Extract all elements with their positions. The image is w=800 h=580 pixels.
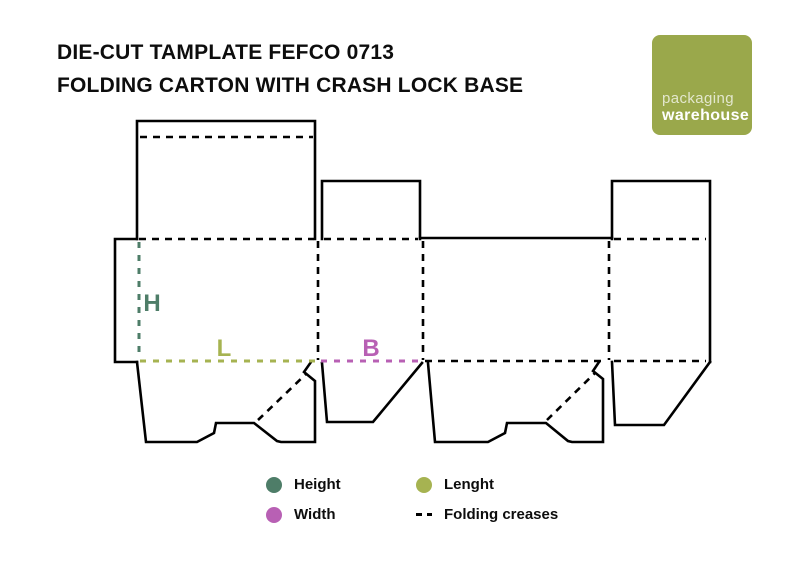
legend-item-width: Width [266,504,416,525]
legend-item-length: Lenght [416,474,558,495]
logo-text-packaging: packaging [662,90,734,107]
legend: Height Lenght Width Folding creases [266,474,558,525]
cut-bottom-flap-panel-1 [135,360,317,444]
cut-top-flap-panel-2 [320,179,422,241]
legend-height-label: Height [294,476,341,493]
cut-bottom-flap-panel-2 [320,361,424,424]
length-color-dot [416,476,432,493]
page-title: DIE-CUT TAMPLATE FEFCO 0713 FOLDING CART… [57,36,523,102]
legend-width-label: Width [294,506,336,523]
width-color-dot [266,506,282,523]
crease-diagonal-flap-3 [546,372,596,421]
width-label: B [362,335,379,362]
height-color-dot [266,476,282,493]
cut-glue-flap [113,237,139,364]
logo-text-warehouse: warehouse [662,107,750,124]
crease-diagonal-flap-1 [257,373,307,421]
height-label: H [143,290,160,317]
title-line-1: DIE-CUT TAMPLATE FEFCO 0713 [57,41,395,64]
cut-top-flap-panel-1 [135,119,317,241]
legend-item-creases: Folding creases [416,504,558,525]
title-line-2: FOLDING CARTON WITH CRASH LOCK BASE [57,74,524,97]
brand-logo: packaging warehouse [652,35,752,135]
folding-creases-dash-icon [416,513,432,516]
legend-creases-label: Folding creases [444,506,559,523]
cut-bottom-flap-panel-3 [426,360,605,444]
length-label: L [217,335,232,362]
legend-item-height: Height [266,474,416,495]
cut-top-flap-panel-4 [610,179,712,364]
legend-length-label: Lenght [444,476,494,493]
cut-bottom-flap-panel-4 [610,360,712,427]
